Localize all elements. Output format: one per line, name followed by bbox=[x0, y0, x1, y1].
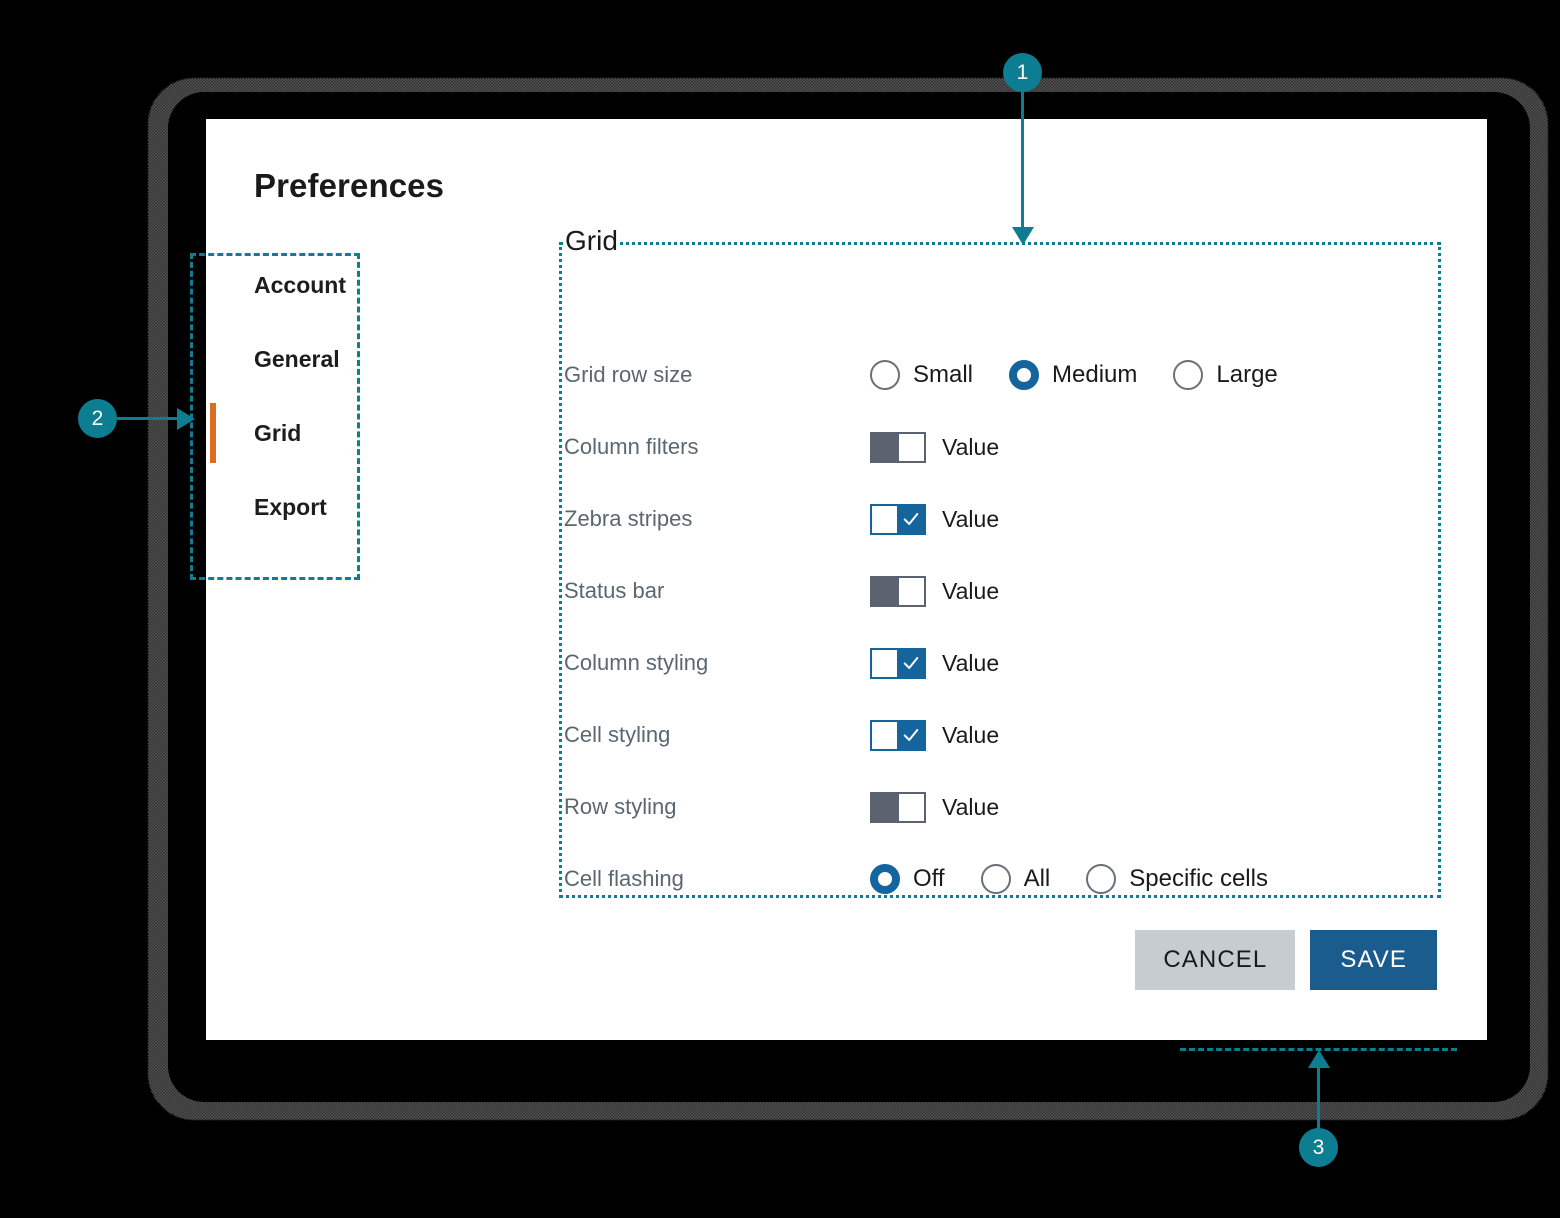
sidebar-item-grid[interactable]: Grid bbox=[206, 396, 562, 470]
setting-control: Off All Specific cells bbox=[870, 864, 1268, 894]
setting-label: Status bar bbox=[564, 578, 665, 603]
setting-label: Grid row size bbox=[564, 362, 693, 387]
toggle-switch-on[interactable] bbox=[870, 719, 926, 751]
sidebar-item-label: Export bbox=[254, 493, 327, 520]
toggle-knob bbox=[897, 649, 924, 677]
annotation-arrowhead-2 bbox=[177, 408, 195, 430]
toggle-value-label: Value bbox=[942, 649, 1000, 676]
toggle-switch-off[interactable] bbox=[870, 575, 926, 607]
annotation-marker-3: 3 bbox=[1299, 1128, 1338, 1167]
setting-control: Value bbox=[870, 575, 1000, 607]
toggle-switch-on[interactable] bbox=[870, 647, 926, 679]
annotation-marker-2: 2 bbox=[78, 399, 117, 438]
radio-option-label: Small bbox=[913, 361, 974, 388]
radio-unselected-icon bbox=[870, 360, 900, 390]
checkmark-icon bbox=[897, 722, 924, 749]
sidebar-item-export[interactable]: Export bbox=[206, 470, 562, 544]
radio-option[interactable]: Off bbox=[870, 864, 945, 894]
annotation-arrowhead-3 bbox=[1308, 1050, 1330, 1068]
radio-option-label: Medium bbox=[1052, 361, 1138, 388]
setting-control: Value bbox=[870, 431, 1000, 463]
sidebar-item-label: General bbox=[254, 345, 340, 372]
toggle-switch-on[interactable] bbox=[870, 503, 926, 535]
setting-control: Value bbox=[870, 647, 1000, 679]
toggle-value-label: Value bbox=[942, 505, 1000, 532]
setting-row: Grid row size Small Medium Large bbox=[564, 339, 1440, 411]
toggle-knob bbox=[872, 793, 899, 821]
radio-unselected-icon bbox=[980, 864, 1011, 894]
checkmark-icon bbox=[897, 650, 924, 677]
annotation-leader-2 bbox=[117, 417, 179, 420]
annotation-leader-1 bbox=[1021, 92, 1024, 233]
setting-row: Status bar Value bbox=[564, 555, 1440, 627]
setting-label: Cell styling bbox=[564, 722, 671, 747]
annotation-region-sidebar bbox=[190, 253, 360, 580]
setting-row: Row styling Value bbox=[564, 771, 1440, 843]
setting-control: Value bbox=[870, 791, 1000, 823]
setting-label: Row styling bbox=[564, 794, 677, 819]
toggle-value-label: Value bbox=[942, 721, 1000, 748]
setting-label: Column filters bbox=[564, 434, 699, 459]
setting-row: Column styling Value bbox=[564, 627, 1440, 699]
annotation-region-buttons bbox=[1180, 1048, 1457, 1051]
setting-label: Zebra stripes bbox=[564, 506, 693, 531]
setting-row: Cell flashing Off All Specific cells bbox=[564, 843, 1440, 915]
annotation-arrowhead-1 bbox=[1012, 227, 1034, 245]
dialog-action-buttons: CANCEL SAVE bbox=[1135, 930, 1437, 990]
radio-group: Small Medium Large bbox=[870, 360, 1278, 390]
toggle-knob bbox=[897, 721, 924, 749]
radio-unselected-icon bbox=[1173, 360, 1204, 390]
radio-selected-icon bbox=[1009, 360, 1040, 390]
radio-group: Off All Specific cells bbox=[870, 864, 1268, 894]
radio-option[interactable]: Medium bbox=[1009, 360, 1137, 390]
sidebar-item-label: Grid bbox=[254, 419, 302, 446]
page-title: Preferences bbox=[254, 167, 445, 204]
setting-row: Cell styling Value bbox=[564, 699, 1440, 771]
annotation-marker-1: 1 bbox=[1003, 53, 1042, 92]
radio-option[interactable]: All bbox=[980, 864, 1051, 894]
toggle-knob bbox=[897, 505, 924, 533]
checkmark-icon bbox=[897, 506, 924, 533]
sidebar-item-label: Account bbox=[254, 271, 346, 298]
setting-control: Small Medium Large bbox=[870, 360, 1278, 390]
radio-option-label: Large bbox=[1216, 361, 1278, 388]
setting-label: Cell flashing bbox=[564, 866, 684, 891]
sidebar-item-account[interactable]: Account bbox=[206, 248, 562, 322]
radio-option-label: Off bbox=[913, 865, 945, 892]
radio-option[interactable]: Specific cells bbox=[1086, 864, 1268, 894]
toggle-value-label: Value bbox=[942, 433, 1000, 460]
toggle-switch-off[interactable] bbox=[870, 431, 926, 463]
toggle-knob bbox=[872, 433, 899, 461]
toggle-knob bbox=[872, 577, 899, 605]
save-button[interactable]: SAVE bbox=[1310, 930, 1437, 990]
radio-selected-icon bbox=[870, 864, 900, 894]
sidebar-item-general[interactable]: General bbox=[206, 322, 562, 396]
setting-control: Value bbox=[870, 503, 1000, 535]
radio-unselected-icon bbox=[1086, 864, 1117, 894]
panel-title: Grid bbox=[564, 225, 619, 256]
setting-row: Zebra stripes Value bbox=[564, 483, 1440, 555]
sidebar-active-accent-bar bbox=[210, 403, 216, 463]
annotation-leader-3 bbox=[1317, 1068, 1320, 1130]
toggle-switch-off[interactable] bbox=[870, 791, 926, 823]
toggle-value-label: Value bbox=[942, 793, 1000, 820]
setting-row: Column filters Value bbox=[564, 411, 1440, 483]
cancel-button[interactable]: CANCEL bbox=[1135, 930, 1296, 990]
radio-option-label: Specific cells bbox=[1129, 865, 1268, 892]
toggle-value-label: Value bbox=[942, 577, 1000, 604]
radio-option[interactable]: Large bbox=[1173, 360, 1278, 390]
setting-label: Column styling bbox=[564, 650, 709, 675]
setting-control: Value bbox=[870, 719, 1000, 751]
radio-option-label: All bbox=[1023, 865, 1051, 892]
radio-option[interactable]: Small bbox=[870, 360, 973, 390]
